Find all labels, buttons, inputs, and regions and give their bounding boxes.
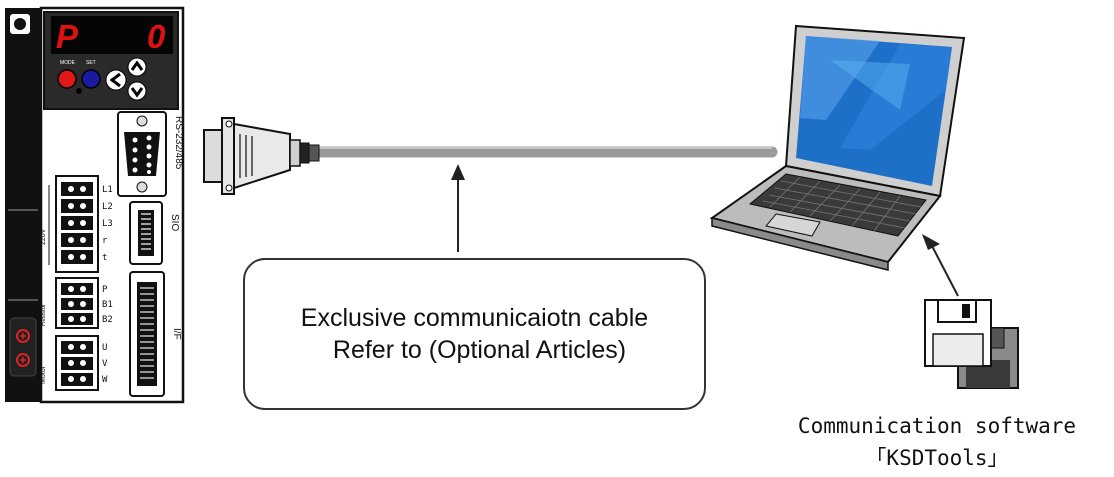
terminal-label: U — [102, 343, 107, 353]
display-left-digit: P — [56, 18, 79, 55]
terminal-label: L2 — [102, 202, 113, 212]
terminal-label: P — [102, 285, 108, 295]
chevron-down-icon — [130, 87, 144, 98]
status-led-icon — [16, 329, 30, 343]
touchpad — [765, 213, 821, 237]
regen-terminal-block: Resistor P B1 B2 — [41, 277, 113, 329]
power-terminal-block: 220V L1 L2 L3 r t — [40, 175, 113, 273]
if-label: I/F — [171, 328, 182, 340]
motor-terminal-block: Motor U V W — [40, 335, 108, 391]
terminal-label: B2 — [102, 315, 113, 325]
software-caption-line-2: 「KSDTools」 — [865, 446, 1009, 470]
cable-callout: Exclusive communicaiotn cable Refer to (… — [243, 258, 706, 410]
power-group-label: 220V — [40, 228, 47, 245]
terminal-label: r — [102, 236, 108, 246]
chevron-left-icon — [109, 72, 121, 88]
rs232-label: RS-232/485 — [173, 116, 184, 170]
mode-button[interactable] — [57, 69, 77, 89]
regen-group-label: Resistor — [41, 304, 47, 326]
sio-port: SIO — [129, 201, 180, 265]
left-arrow-button[interactable] — [105, 69, 127, 91]
callout-line-2: Refer to (Optional Articles) — [332, 336, 627, 364]
led-display — [51, 16, 173, 54]
motor-group-label: Motor — [40, 365, 47, 384]
down-arrow-button[interactable] — [127, 81, 147, 101]
set-button[interactable] — [81, 69, 101, 89]
servo-drive: P 0 MODE SET RS-232/485 — [5, 6, 185, 404]
terminal-label: L1 — [102, 185, 113, 195]
software-pointer-arrow — [922, 234, 959, 297]
db9-connector — [203, 117, 320, 195]
communication-cable — [203, 117, 778, 195]
if-port: I/F — [129, 271, 182, 397]
terminal-label: V — [102, 359, 108, 369]
chevron-up-icon — [130, 60, 144, 71]
set-label: SET — [86, 60, 96, 66]
status-led-icon — [16, 353, 30, 367]
terminal-label: L3 — [102, 219, 113, 229]
rs232-port: RS-232/485 — [117, 111, 184, 197]
terminal-label: B1 — [102, 300, 113, 310]
sio-label: SIO — [169, 214, 180, 231]
cable-pointer-arrow — [451, 164, 465, 252]
laptop — [709, 24, 966, 271]
terminal-label: W — [102, 375, 108, 385]
software-caption-line-1: Communication software — [797, 414, 1077, 438]
software-caption: Communication software 「KSDTools」 — [760, 410, 1114, 474]
terminal-label: t — [102, 253, 107, 263]
mode-label: MODE — [60, 60, 76, 66]
floppy-disk-icon — [924, 299, 1019, 389]
up-arrow-button[interactable] — [127, 57, 147, 77]
callout-line-1: Exclusive communicaiotn cable — [300, 304, 649, 332]
display-right-digit: 0 — [147, 18, 166, 55]
